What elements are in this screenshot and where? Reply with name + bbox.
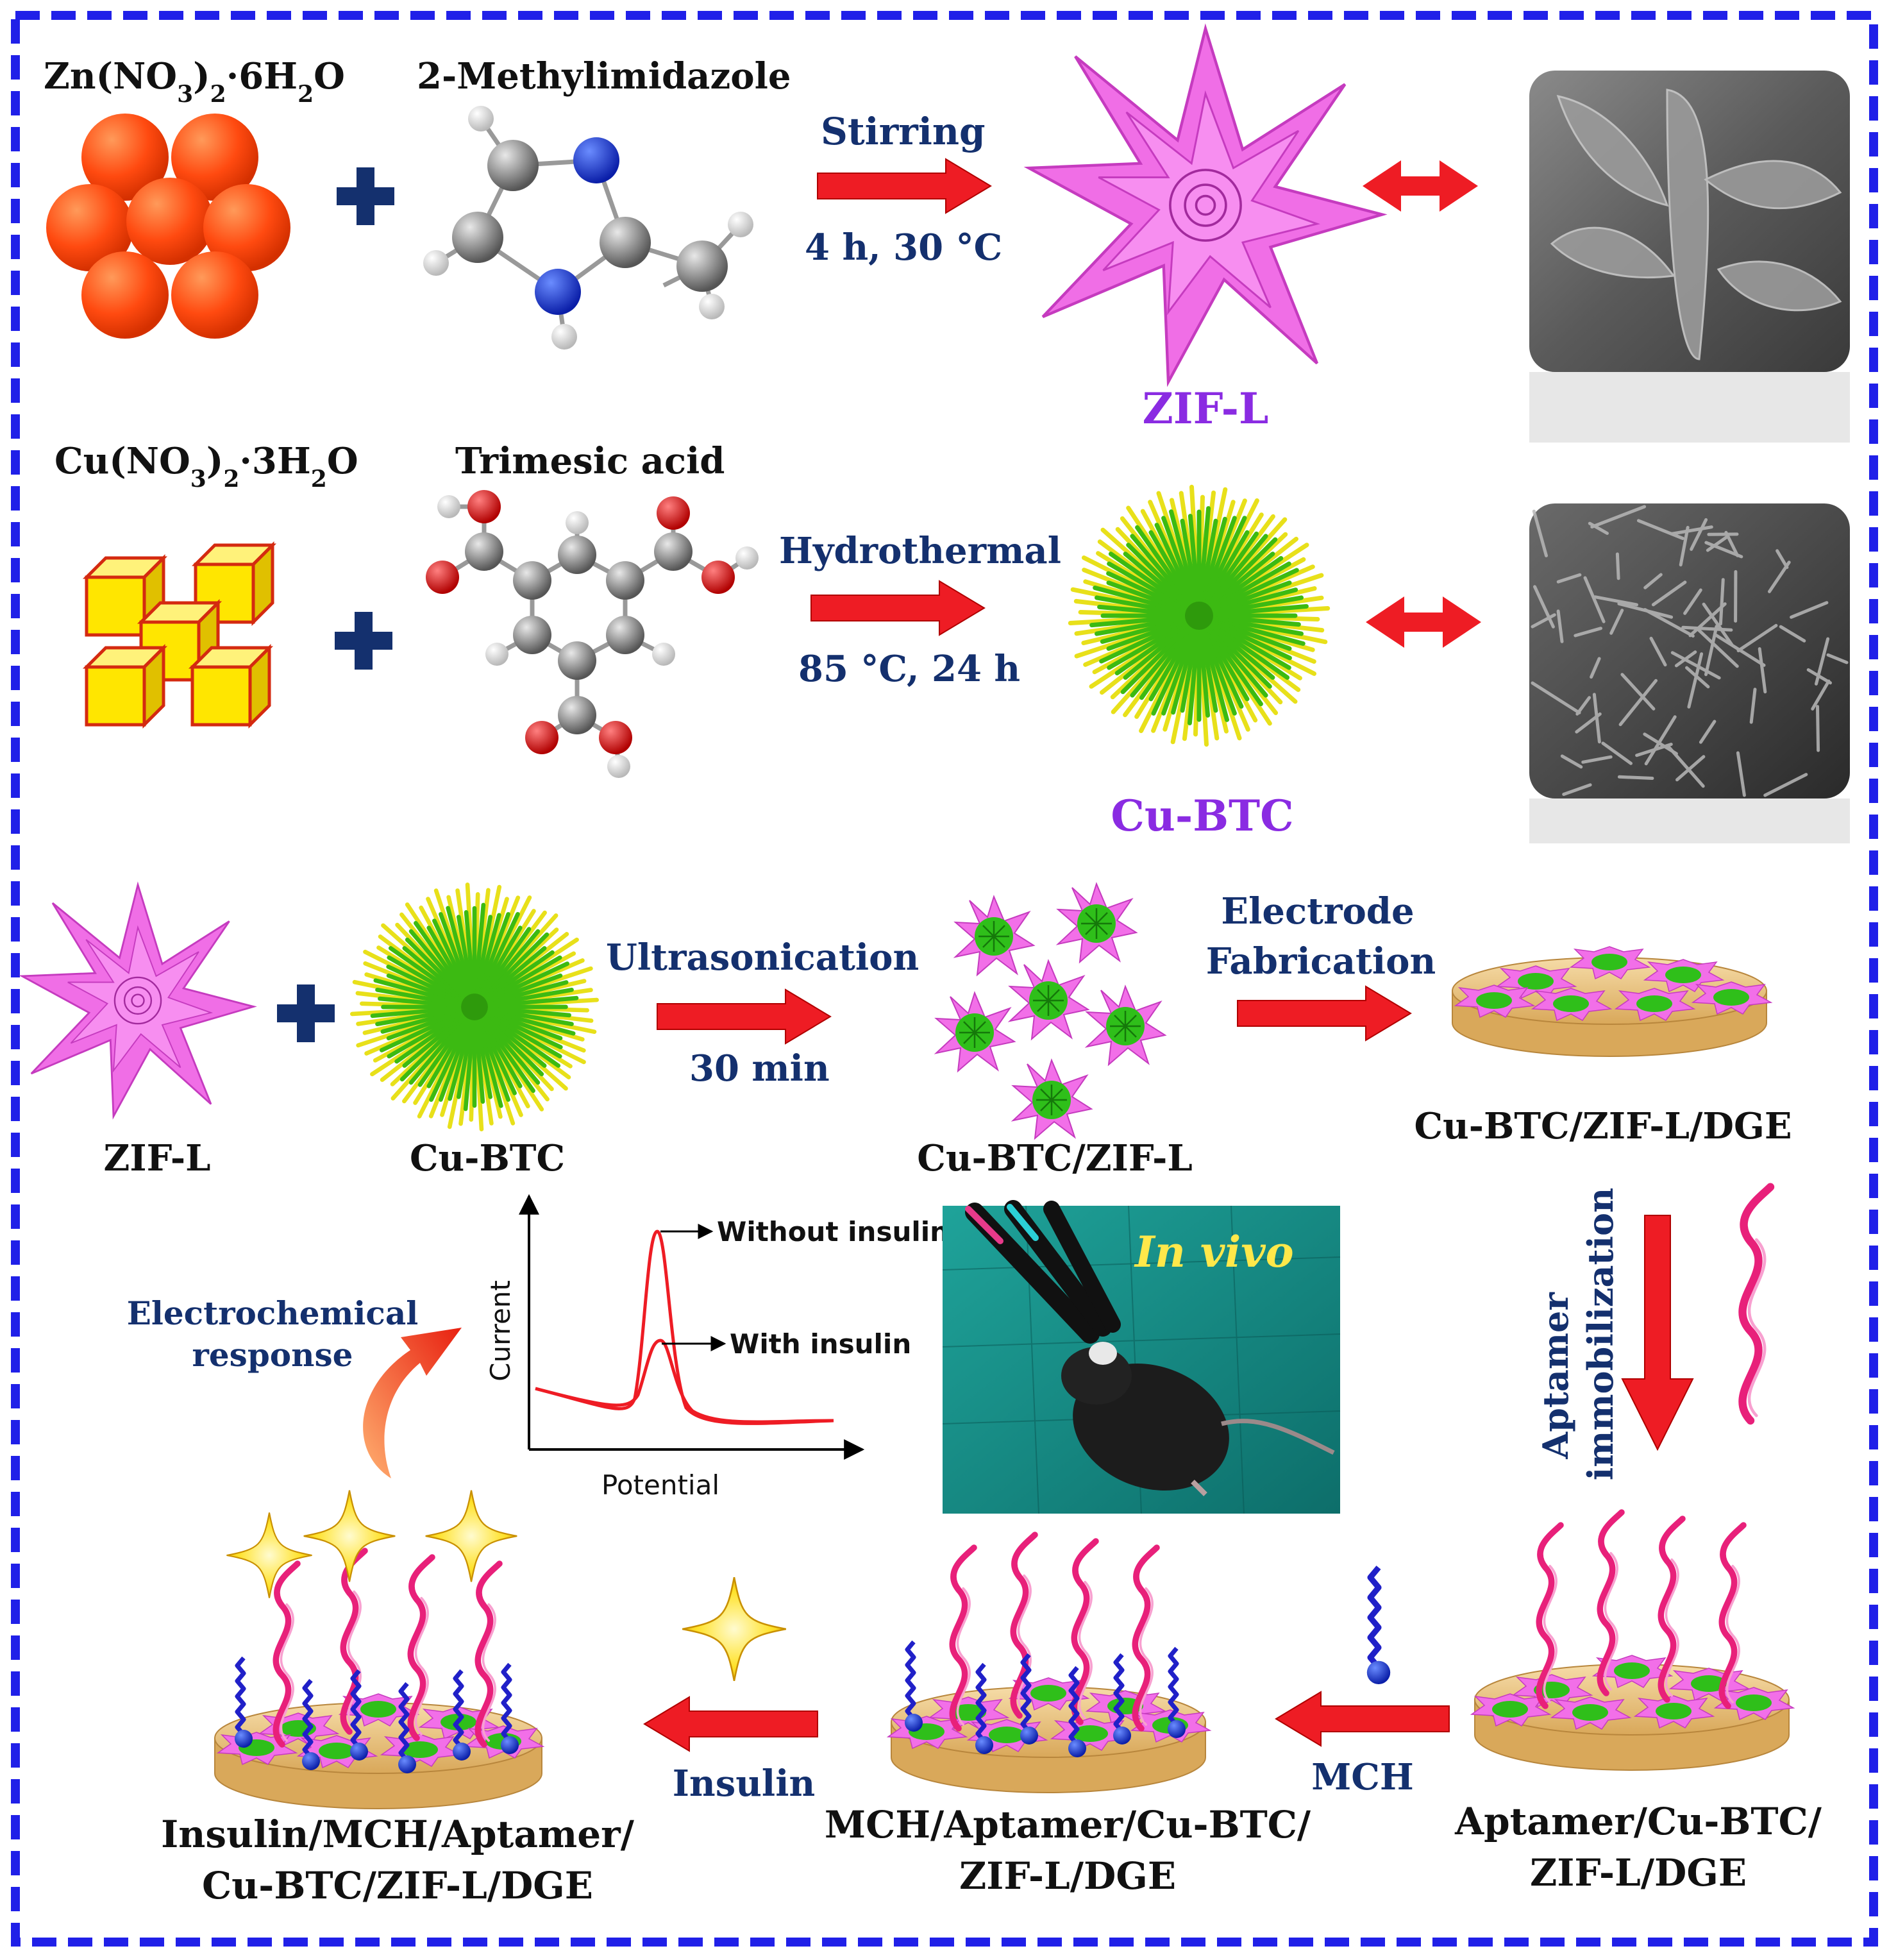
zif-l-flower-small [22,885,253,1117]
stirring-conditions: 4 h, 30 °C [805,226,1002,269]
insulin-star-free [682,1577,786,1681]
graph-xlabel: Potential [601,1469,719,1501]
plus-icon [337,167,394,225]
in-vivo-photo: In vivo [943,1206,1340,1514]
cu-btc-zif-l-dge-label: Cu-BTC/ZIF-L/DGE [1414,1105,1792,1147]
response-curved-arrow [363,1328,462,1478]
ultrasonication-conditions: 30 min [689,1047,830,1090]
mch-electrode-label-1: MCH/Aptamer/Cu-BTC/ [825,1803,1311,1846]
insulin-electrode-label-1: Insulin/MCH/Aptamer/ [161,1812,635,1856]
mch-electrode-label-2: ZIF-L/DGE [959,1854,1176,1898]
double-arrow-2 [1366,596,1481,648]
aptamer-immobilization-arrow [1622,1215,1693,1449]
curve-without-insulin [535,1231,834,1423]
zif-l-product-label: ZIF-L [1143,384,1269,434]
insulin-step-label: Insulin [673,1762,815,1805]
cu-btc-zif-l-electrode [1452,947,1771,1056]
hydrothermal-conditions: 85 °C, 24 h [798,648,1020,690]
zif-l-label: ZIF-L [104,1137,211,1179]
insulin-step-arrow [644,1697,818,1751]
cu-btc-zif-l-composite [936,884,1165,1138]
hydrothermal-label: Hydrothermal [779,530,1061,572]
plus-icon [277,984,335,1042]
aptamer-immobilization-label: Aptamer [1535,1292,1576,1460]
cu-btc-urchin [1070,487,1327,744]
zn-salt-cluster [46,114,290,339]
ultrasonication-label: Ultrasonication [606,936,919,979]
free-aptamer-strand [1742,1187,1770,1421]
mch-aptamer-electrode [888,1535,1210,1793]
electrode-fabrication-line2: Fabrication [1206,940,1436,983]
graph-ylabel: Current [485,1280,516,1381]
cu-btc-urchin-small [352,884,596,1129]
aptamer-electrode [1472,1512,1793,1770]
response-line1: Electrochemical [127,1294,419,1332]
sem-image-zif-l [1529,71,1850,443]
methylimidazole-label: 2-Methylimidazole [417,55,791,97]
cu-btc-zif-l-label: Cu-BTC/ZIF-L [917,1137,1193,1179]
response-line2: response [192,1336,353,1374]
zif-l-flower [1029,28,1382,382]
ultrasonication-arrow [657,990,830,1043]
insulin-electrode [215,1491,543,1809]
mch-molecule-free [1367,1567,1390,1684]
stirring-label: Stirring [821,110,986,153]
sem-image-cu-btc [1529,503,1850,843]
double-arrow-1 [1363,160,1478,212]
mch-step-arrow [1276,1692,1449,1746]
label-with-insulin: With insulin [730,1328,911,1360]
electrode-fabrication-arrow [1238,986,1411,1040]
mch-step-label: MCH [1311,1756,1413,1798]
in-vivo-label: In vivo [1134,1227,1294,1277]
plus-icon [335,612,392,670]
electrochemical-graph: Without insulin With insulin Current Pot… [485,1196,949,1501]
insulin-electrode-label-2: Cu-BTC/ZIF-L/DGE [202,1864,593,1907]
cu-btc-label: Cu-BTC [410,1137,565,1179]
hydrothermal-arrow [811,581,984,635]
cu-salt-label: Cu(NO3)2·3H2O [55,440,358,493]
aptamer-immobilization-label-2: immobilization [1580,1188,1621,1481]
aptamer-electrode-label-2: ZIF-L/DGE [1530,1851,1747,1895]
cu-salt-cubes [87,545,273,725]
cu-btc-product-label: Cu-BTC [1111,791,1293,841]
trimesic-acid-label: Trimesic acid [455,440,725,482]
zn-salt-label: Zn(NO3)2·6H2O [44,55,345,108]
stirring-arrow [818,159,991,213]
trimesic-acid-molecule [426,490,759,778]
electrode-fabrication-line1: Electrode [1221,890,1414,933]
methylimidazole-molecule [423,106,753,350]
label-without-insulin: Without insulin [717,1216,949,1247]
aptamer-electrode-label-1: Aptamer/Cu-BTC/ [1454,1800,1822,1843]
